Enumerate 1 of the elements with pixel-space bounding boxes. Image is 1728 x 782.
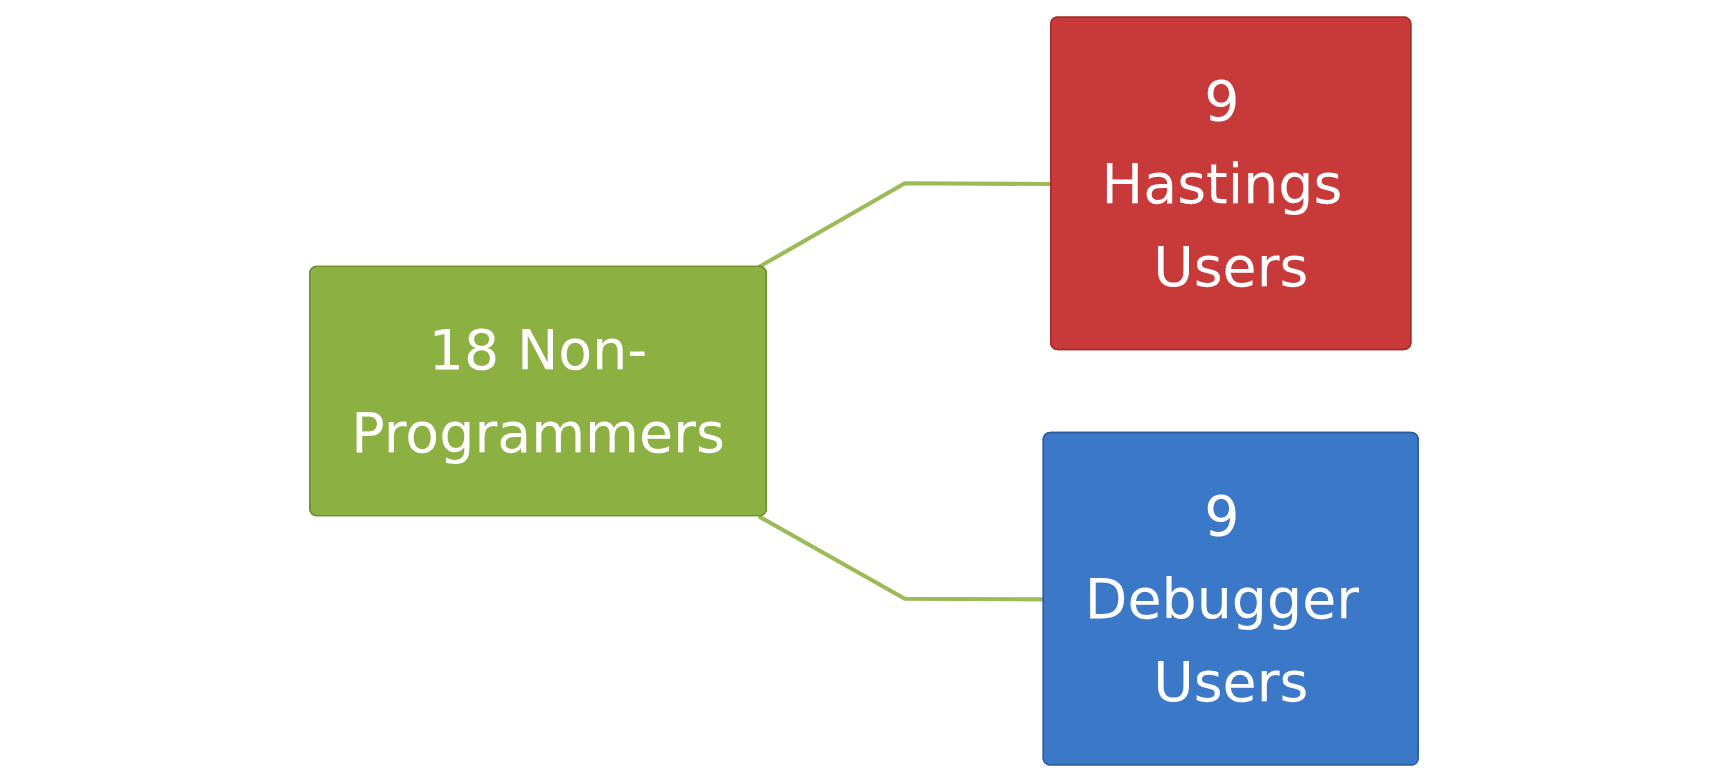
connector — [757, 514, 1044, 602]
